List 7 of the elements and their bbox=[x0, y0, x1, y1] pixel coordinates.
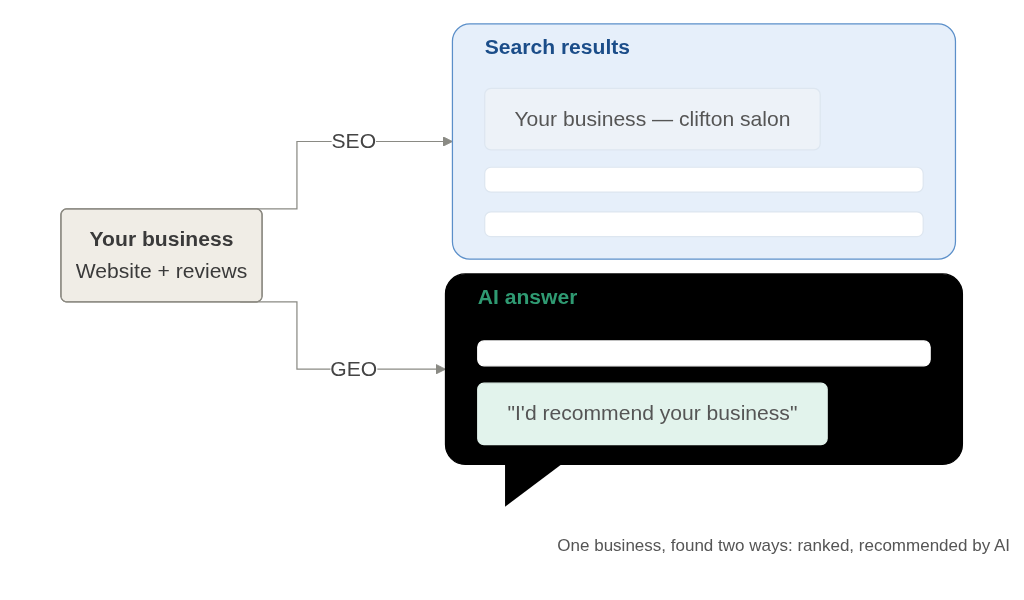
edge-label: SEO bbox=[331, 129, 377, 153]
edge-label: GEO bbox=[330, 357, 378, 381]
node-box: "I'd recommend your business" bbox=[477, 382, 829, 446]
node-bar bbox=[484, 166, 925, 193]
caption: One business, found two ways: ranked, recommended by AI bbox=[557, 536, 1010, 556]
node-bar bbox=[484, 211, 925, 238]
node-bar bbox=[477, 340, 932, 367]
